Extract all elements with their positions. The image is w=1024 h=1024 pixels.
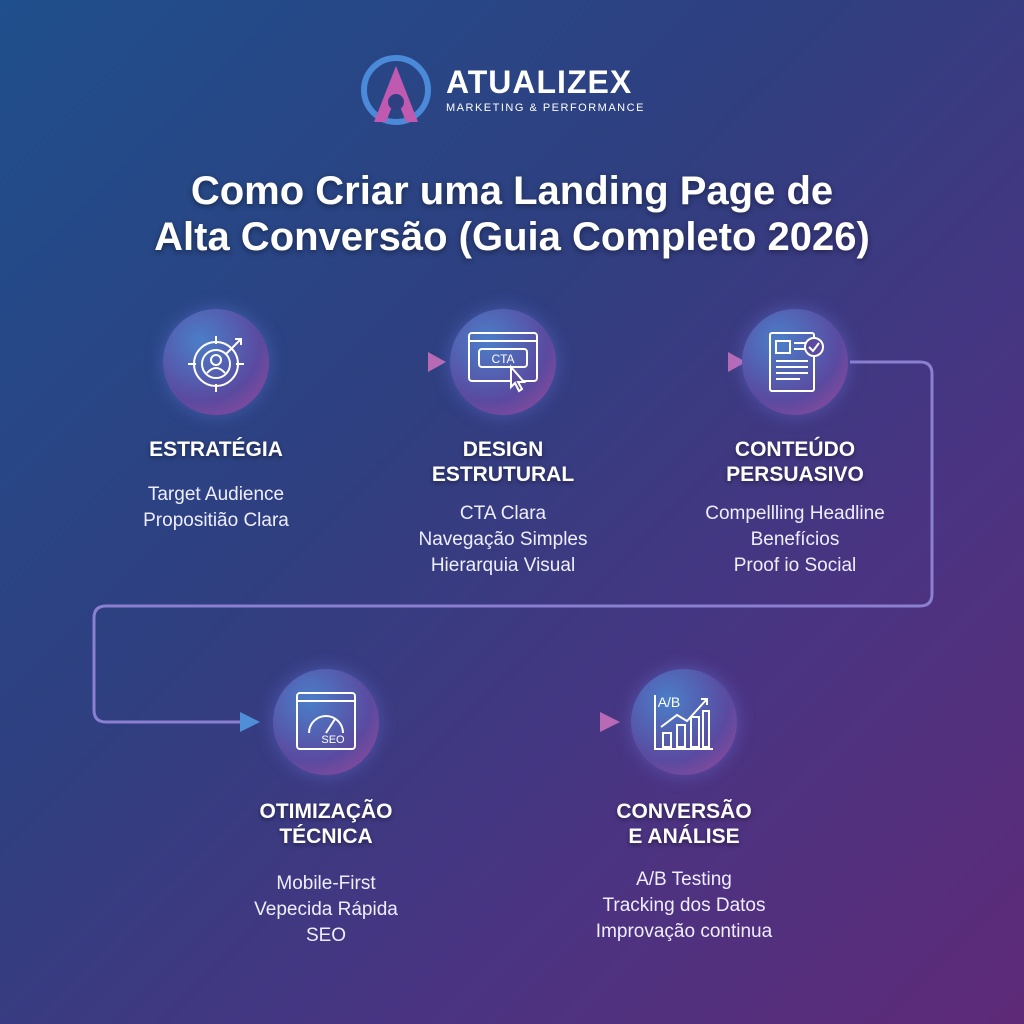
arrow-head xyxy=(728,352,746,372)
arrow-head xyxy=(600,712,620,732)
speed-gauge-icon: SEO xyxy=(296,692,356,750)
step-icon-circle: CTA xyxy=(450,309,556,415)
title-line-1: Como Criar uma Landing Page de xyxy=(190,169,834,213)
step-heading: ESTRATÉGIA xyxy=(149,438,283,461)
svg-text:SEO: SEO xyxy=(321,734,345,746)
page-title: Como Criar uma Landing Page de Alta Conv… xyxy=(0,168,1024,260)
svg-text:A/B: A/B xyxy=(658,694,681,710)
target-user-icon xyxy=(188,336,244,392)
title-line-2: Alta Conversão (Guia Completo 2026) xyxy=(154,215,870,259)
step-icon-circle xyxy=(742,309,848,415)
document-check-icon xyxy=(769,332,824,392)
brand-name: ATUALIZEX xyxy=(446,64,633,100)
cta-click-icon: CTA xyxy=(468,332,538,393)
logo-mark-icon xyxy=(361,55,431,125)
arrow-head xyxy=(240,712,260,732)
connector-3-4 xyxy=(92,360,934,724)
brand-tagline: MARKETING & PERFORMANCE xyxy=(446,102,645,114)
ab-chart-icon: A/B xyxy=(654,694,713,750)
arrow-head xyxy=(428,352,446,372)
step-icon-circle: SEO xyxy=(273,669,379,775)
step-icon-circle xyxy=(163,309,269,415)
step-icon-circle: A/B xyxy=(631,669,737,775)
svg-text:CTA: CTA xyxy=(491,352,514,366)
brand-logo: ATUALIZEX MARKETING & PERFORMANCE xyxy=(356,52,645,128)
